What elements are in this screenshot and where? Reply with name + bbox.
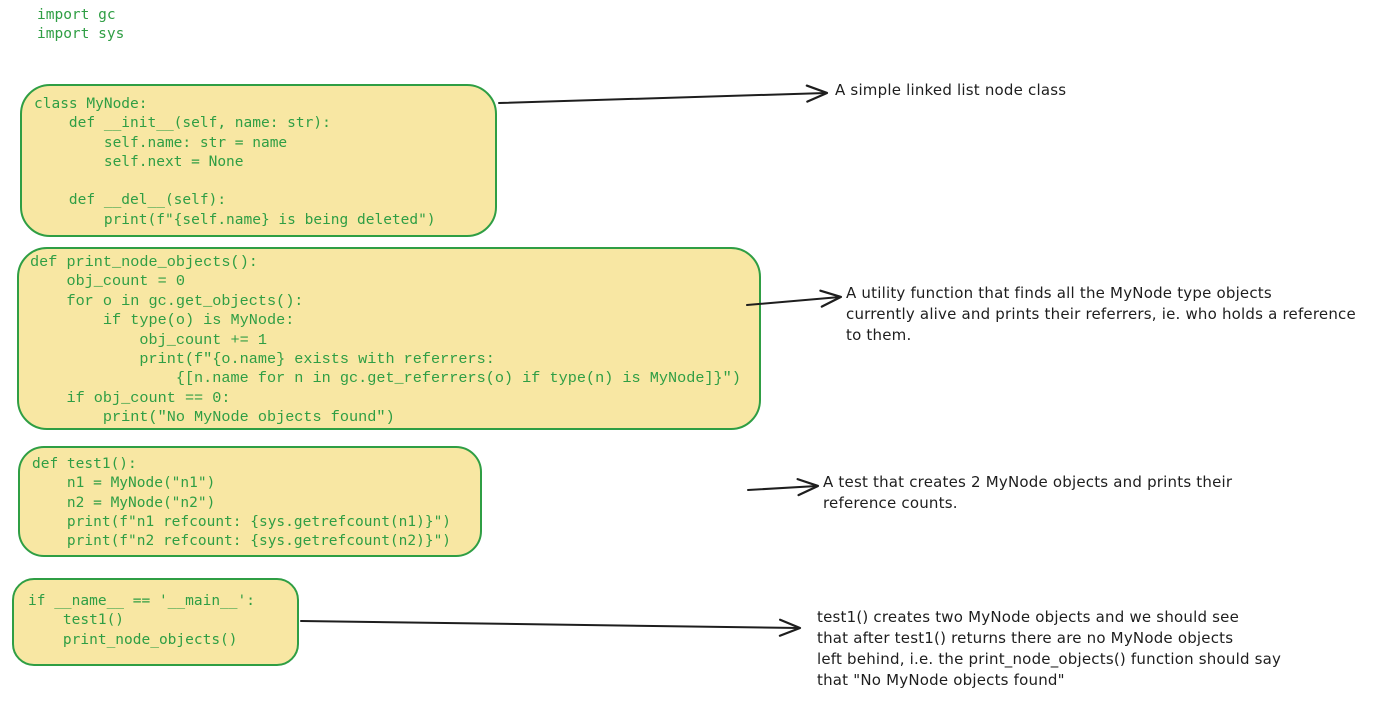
arrow-class-mynode-icon: [498, 84, 829, 104]
code-block-class-mynode: class MyNode: def __init__(self, name: s…: [20, 84, 497, 237]
code-lines-print-node-objects: def print_node_objects(): obj_count = 0 …: [30, 253, 741, 427]
annotation-main-guard: test1() creates two MyNode objects and w…: [817, 608, 1282, 689]
arrow-main-guard-icon: [300, 618, 802, 637]
annotation-print-node-objects: A utility function that finds all the My…: [846, 284, 1356, 344]
arrow-test1-icon: [747, 478, 820, 497]
code-lines-class-mynode: class MyNode: def __init__(self, name: s…: [34, 96, 436, 228]
code-lines-main-guard: if __name__ == '__main__': test1() print…: [28, 593, 255, 648]
annotation-class-mynode: A simple linked list node class: [835, 81, 1067, 99]
code-lines-test1: def test1(): n1 = MyNode("n1") n2 = MyNo…: [32, 456, 452, 550]
code-block-main-guard: if __name__ == '__main__': test1() print…: [12, 578, 299, 666]
code-block-test1: def test1(): n1 = MyNode("n1") n2 = MyNo…: [18, 446, 482, 557]
annotation-test1: A test that creates 2 MyNode objects and…: [823, 473, 1233, 512]
code-block-print-node-objects: def print_node_objects(): obj_count = 0 …: [17, 247, 761, 430]
